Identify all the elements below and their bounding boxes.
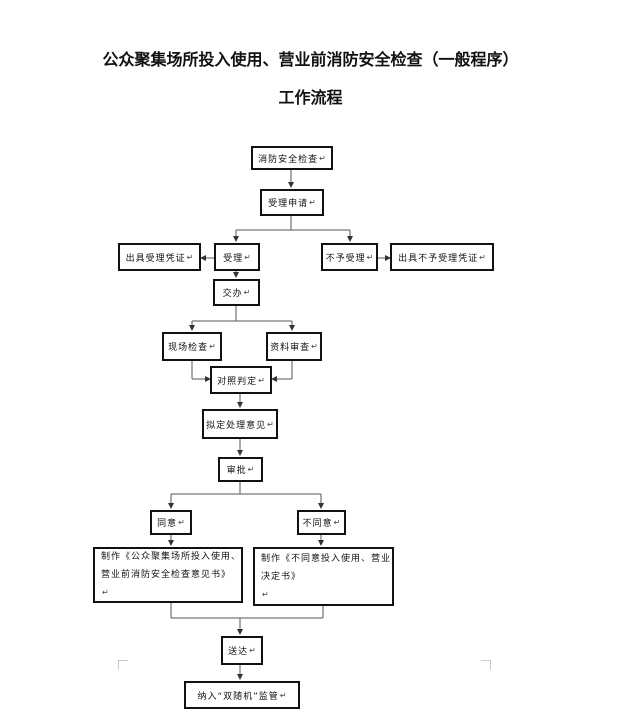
node-opinion-label: 拟定处理意见 (206, 420, 267, 431)
node-approve-label: 审批 (226, 466, 247, 476)
node-issue-accept: 出具受理凭证↵ (118, 243, 201, 271)
return-mark: ↵ (366, 252, 374, 262)
return-mark: ↵ (258, 375, 265, 385)
node-deliver: 送达↵ (221, 636, 263, 665)
node-agree: 同意↵ (150, 510, 192, 535)
node-deliver-label: 送达 (228, 647, 249, 657)
node-make-agree-doc: 制作《公众聚集场所投入使用、 营业前消防安全检查意见书》 ↵ (93, 547, 243, 603)
return-mark: ↵ (267, 419, 274, 429)
return-mark: ↵ (209, 342, 216, 351)
node-reject-label: 不予受理 (325, 253, 366, 264)
return-mark: ↵ (311, 342, 318, 351)
node-make-agree-line1: 制作《公众聚集场所投入使用、 (101, 552, 242, 562)
node-inspection: 消防安全检查↵ (251, 146, 333, 170)
return-mark: ↵ (262, 589, 269, 599)
node-disagree: 不同意↵ (297, 510, 346, 535)
node-site-check: 现场检查↵ (162, 332, 222, 361)
return-mark: ↵ (333, 518, 341, 527)
node-site-check-label: 现场检查 (168, 343, 209, 353)
crop-mark-right (481, 660, 491, 670)
node-make-disagree-doc: 制作《不同意投入使用、营业 决定书》 ↵ (253, 547, 394, 606)
return-mark: ↵ (249, 646, 256, 655)
node-inspection-label: 消防安全检查 (258, 154, 319, 165)
node-issue-reject-label: 出具不予受理凭证 (398, 253, 479, 264)
node-make-disagree-line2: 决定书》 (261, 571, 302, 582)
return-mark: ↵ (178, 518, 185, 527)
node-doc-review-label: 资料审查 (270, 343, 311, 353)
node-accept-label: 受理 (223, 253, 244, 264)
node-reject: 不予受理↵ (321, 243, 378, 271)
page-subtitle: 工作流程 (278, 88, 343, 107)
return-mark: ↵ (186, 252, 194, 262)
node-supervise-label: 纳入“双随机”监管 (197, 691, 279, 702)
node-assign: 交办↵ (213, 279, 260, 306)
return-mark: ↵ (479, 252, 486, 262)
node-make-disagree-line1: 制作《不同意投入使用、营业 (261, 553, 392, 564)
return-mark: ↵ (102, 588, 109, 597)
return-mark: ↵ (243, 288, 251, 297)
return-mark: ↵ (319, 153, 326, 163)
node-issue-accept-label: 出具受理凭证 (125, 253, 186, 264)
return-mark: ↵ (309, 198, 316, 207)
node-agree-label: 同意 (157, 519, 178, 529)
return-mark: ↵ (279, 690, 287, 700)
node-compare: 对照判定↵ (210, 366, 272, 394)
node-compare-label: 对照判定 (217, 376, 258, 387)
node-application-label: 受理申请 (268, 199, 309, 209)
node-issue-reject: 出具不予受理凭证↵ (390, 243, 494, 271)
crop-mark-left (118, 660, 128, 670)
page-title: 公众聚集场所投入使用、营业前消防安全检查（一般程序） (102, 50, 519, 69)
node-opinion: 拟定处理意见↵ (202, 409, 278, 439)
return-mark: ↵ (247, 465, 255, 474)
node-accept: 受理↵ (214, 243, 260, 271)
node-approve: 审批↵ (218, 457, 263, 482)
node-disagree-label: 不同意 (302, 519, 333, 529)
node-doc-review: 资料审查↵ (266, 332, 322, 361)
node-supervise: 纳入“双随机”监管↵ (184, 681, 300, 709)
return-mark: ↵ (244, 252, 251, 262)
node-make-agree-line2: 营业前消防安全检查意见书》 (101, 570, 232, 580)
node-assign-label: 交办 (222, 289, 243, 299)
node-application: 受理申请↵ (260, 189, 324, 216)
